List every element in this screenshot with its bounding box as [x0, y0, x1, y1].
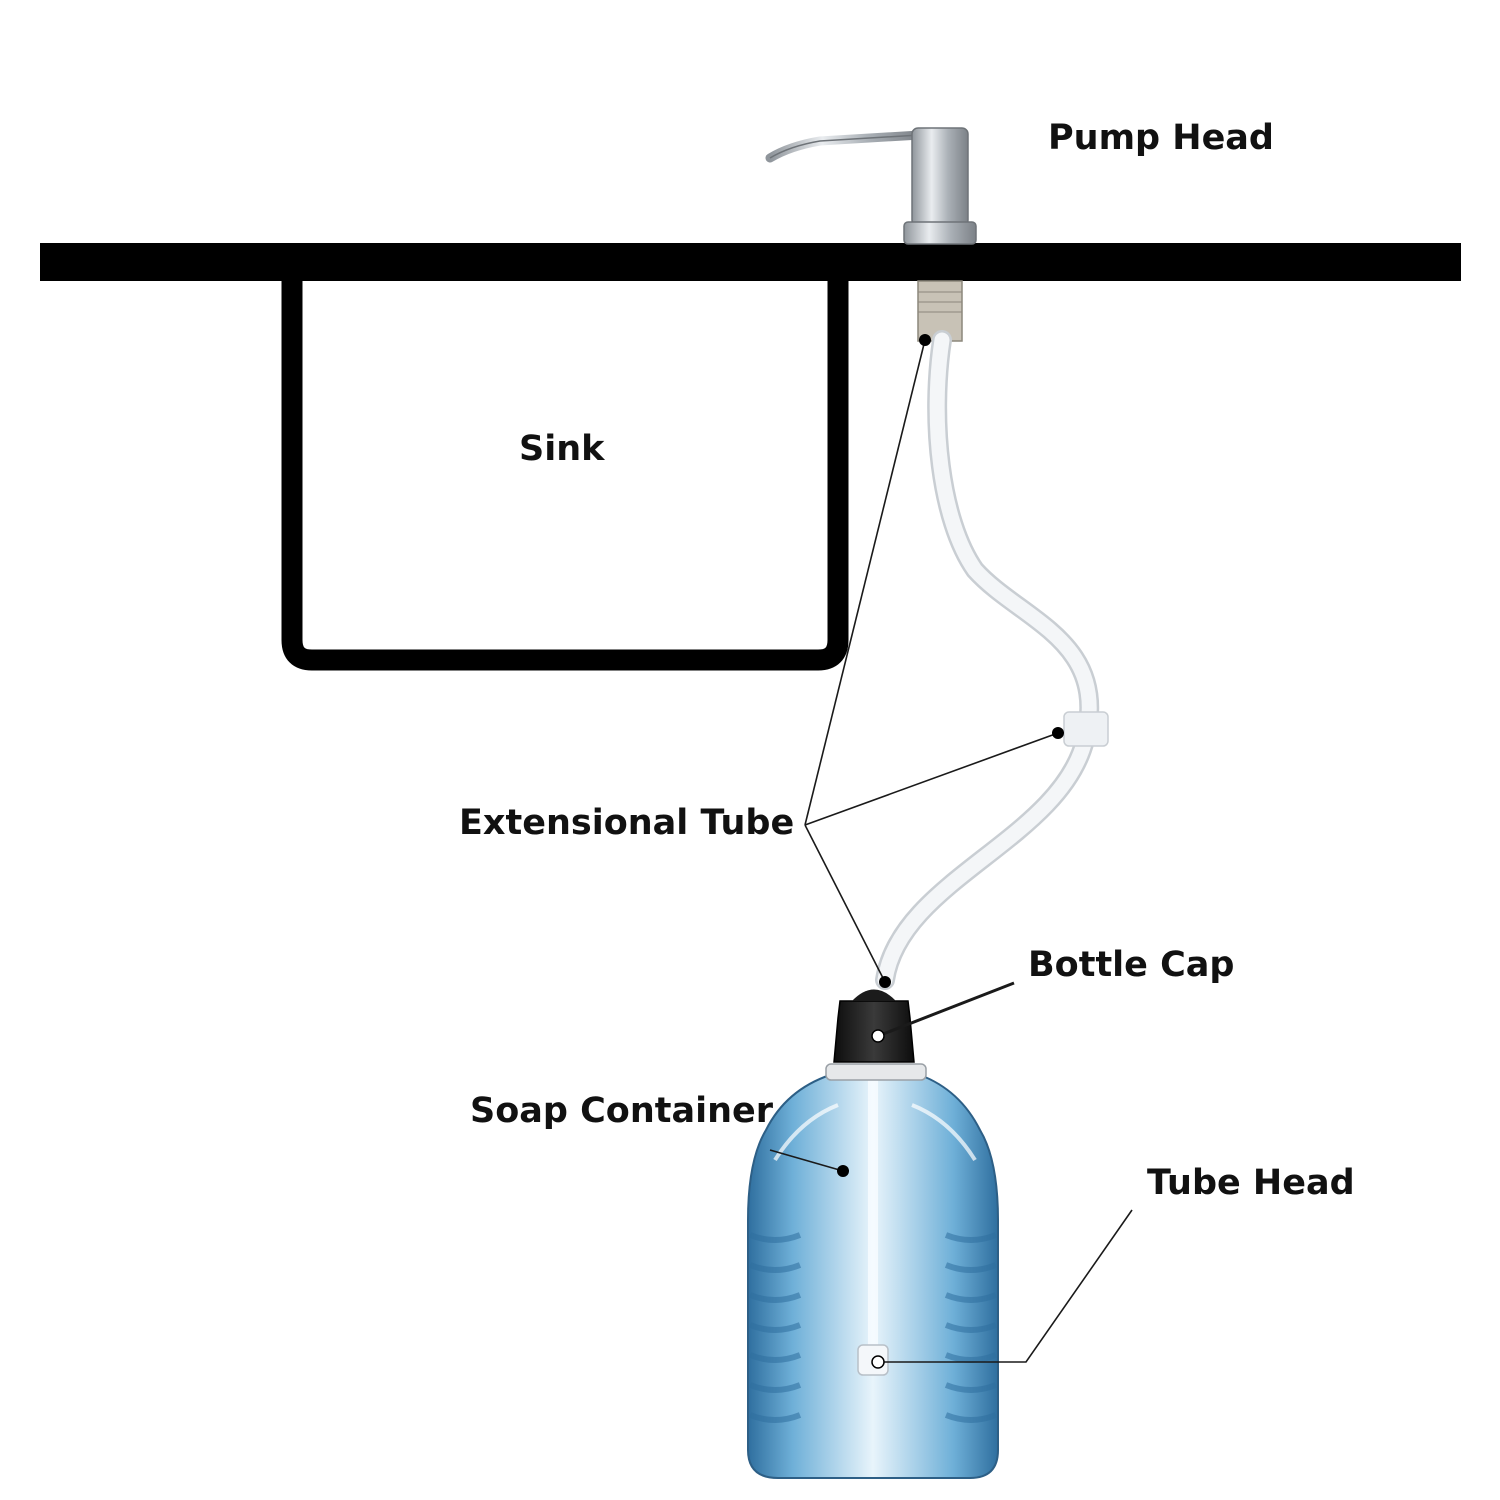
- leader-dots: [837, 334, 1064, 1369]
- dot-tube-bottom: [879, 976, 891, 988]
- tube-connector: [1063, 711, 1109, 747]
- leader-soap-container: [769, 1149, 844, 1172]
- leader-bottle-cap: [877, 981, 1015, 1038]
- pump-head: [765, 127, 977, 245]
- label-pump-head: Pump Head: [1048, 118, 1274, 158]
- dot-bottle-cap: [871, 1029, 885, 1043]
- sink-basin: [281, 281, 849, 671]
- leader-tube-head: [878, 1209, 1133, 1363]
- label-tube-head: Tube Head: [1147, 1163, 1355, 1203]
- label-bottle-cap: Bottle Cap: [1028, 945, 1235, 985]
- leader-extensional-tube-top: [804, 339, 926, 826]
- dot-tube-head: [871, 1355, 885, 1369]
- label-extensional-tube: Extensional Tube: [459, 803, 795, 843]
- label-sink: Sink: [519, 429, 605, 469]
- leader-lines: [769, 339, 1133, 1363]
- leader-extensional-tube-bottom: [804, 824, 886, 983]
- label-soap-container: Soap Container: [470, 1091, 774, 1131]
- dot-tube-top: [919, 334, 931, 346]
- leader-extensional-tube-connector: [804, 732, 1059, 826]
- extension-tube: [875, 330, 1109, 990]
- countertop: [40, 243, 1461, 281]
- dot-soap-container: [837, 1165, 849, 1177]
- soap-bottle: [747, 1040, 999, 1479]
- dot-tube-connector: [1052, 727, 1064, 739]
